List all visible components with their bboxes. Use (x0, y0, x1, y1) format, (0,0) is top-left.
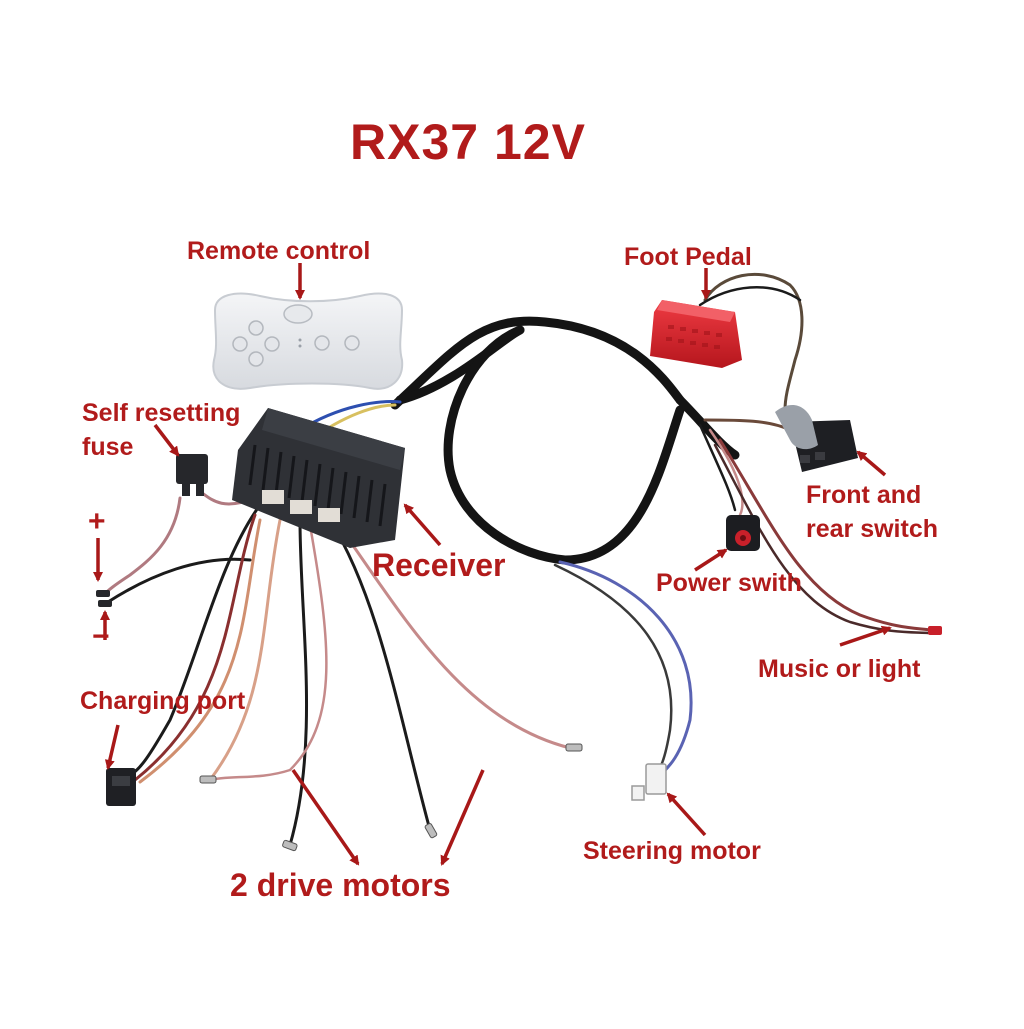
label-remote-control: Remote control (187, 237, 371, 265)
remote-control (212, 292, 404, 390)
label-power-switch: Power swith (656, 569, 802, 597)
diagram-title: RX37 12V (350, 114, 586, 170)
label-charging-port: Charging port (80, 687, 246, 715)
label-music-or-light: Music or light (758, 655, 921, 683)
label-plus-terminal: + (88, 505, 106, 538)
label-minus-terminal: − (92, 620, 110, 653)
charging-port (106, 768, 136, 806)
foot-pedal (650, 300, 742, 368)
wires (102, 272, 932, 847)
music-light-connector (928, 626, 942, 635)
label-steering-motor: Steering motor (583, 837, 761, 865)
label-self-resetting-line1: Self resetting (82, 399, 241, 427)
main-harness-loop (390, 316, 740, 565)
motor-terminals (199, 743, 583, 852)
label-self-resetting-line2: fuse (82, 433, 134, 461)
callout-arrows (93, 263, 892, 866)
label-receiver: Receiver (372, 547, 506, 583)
power-switch-component (726, 515, 760, 551)
label-front-rear-line2: rear switch (806, 515, 939, 543)
receiver-box (232, 408, 405, 548)
label-front-rear-line1: Front and (806, 481, 922, 509)
label-drive-motors: 2 drive motors (230, 867, 451, 903)
battery-terminals (96, 590, 112, 607)
self-resetting-fuse (176, 454, 208, 496)
steering-motor-connector (631, 763, 667, 801)
front-rear-switch-component (775, 405, 858, 472)
label-foot-pedal: Foot Pedal (624, 243, 752, 271)
